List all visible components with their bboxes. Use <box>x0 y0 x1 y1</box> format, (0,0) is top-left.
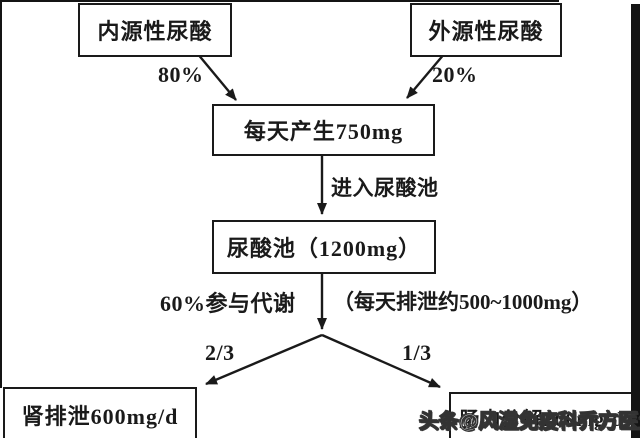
label-renal-fraction: 2/3 <box>205 340 235 365</box>
node-endogenous-uric-acid: 内源性尿酸 <box>78 3 232 57</box>
label-daily-excretion-range: （每天排泄约500~1000mg） <box>333 290 593 314</box>
node-intestinal-breakdown: 肠内分解200mg/d <box>449 392 634 438</box>
node-daily-production: 每天产生750mg <box>212 104 435 156</box>
label-metabolism-percent: 60%参与代谢 <box>160 291 296 316</box>
node-renal-excretion: 肾排泄600mg/d <box>3 387 197 438</box>
label-exogenous-percent: 20% <box>432 62 478 87</box>
label-intestinal-fraction: 1/3 <box>402 340 432 365</box>
node-uric-acid-pool: 尿酸池（1200mg） <box>212 220 436 274</box>
node-exogenous-uric-acid: 外源性尿酸 <box>410 3 562 57</box>
frame-right-border <box>631 4 640 438</box>
label-enter-pool: 进入尿酸池 <box>331 176 439 200</box>
frame-left-border <box>0 0 2 388</box>
label-endogenous-percent: 80% <box>158 62 204 87</box>
watermark-text: 头条@风湿免疫科乔方医生 <box>418 410 640 433</box>
frame-top-border <box>0 0 559 2</box>
